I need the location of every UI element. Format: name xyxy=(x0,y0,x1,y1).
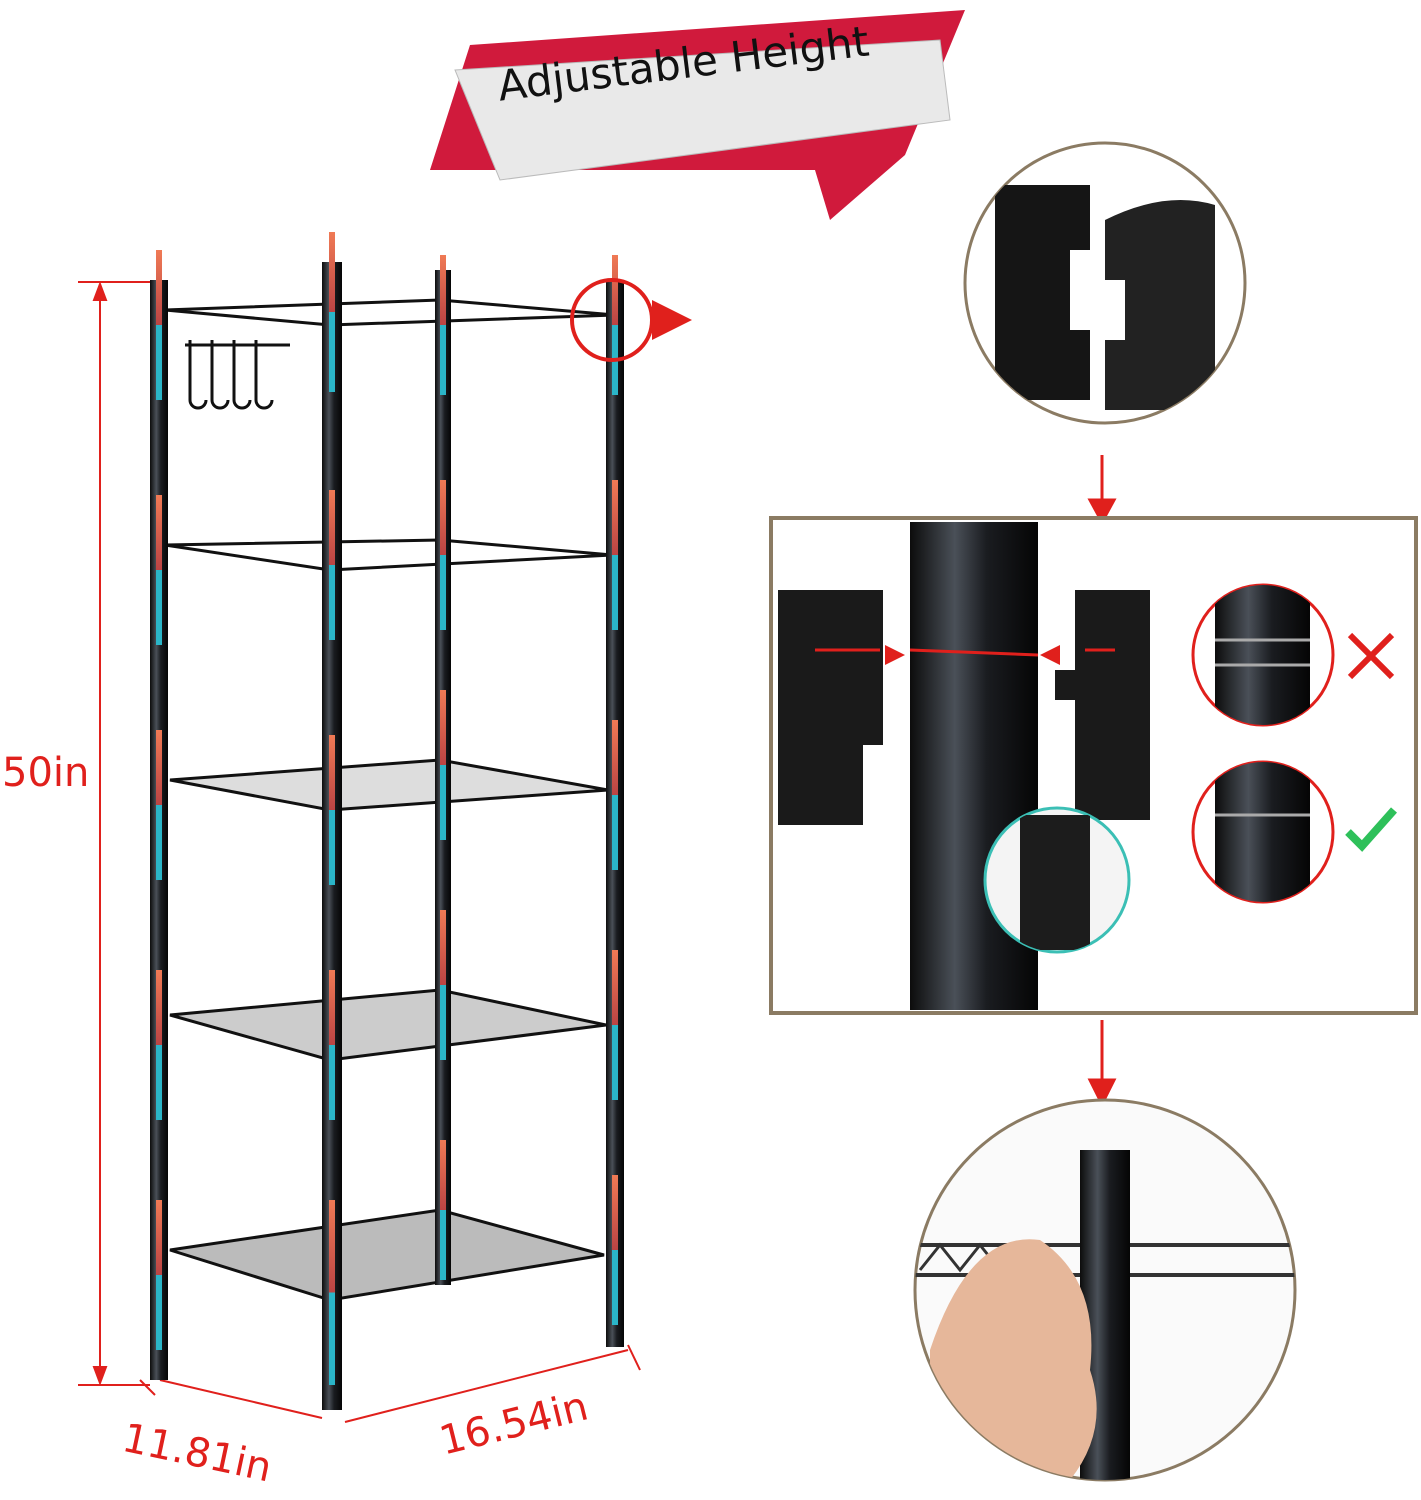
check-icon xyxy=(1345,807,1397,852)
step-arrow-1 xyxy=(1087,455,1117,526)
attach-clips-panel xyxy=(769,516,1418,1015)
clips-circle xyxy=(963,141,1247,425)
wire-shelves xyxy=(164,298,616,1302)
height-label: 50in xyxy=(2,750,90,796)
highlight-circle xyxy=(570,278,692,362)
banner-ribbon xyxy=(430,10,965,220)
step-arrow-2 xyxy=(1087,1020,1117,1108)
adjust-arrows xyxy=(156,232,618,1385)
dimension-lines xyxy=(78,281,641,1423)
cross-icon xyxy=(1347,632,1395,680)
hooks xyxy=(185,340,290,410)
hand-install-circle xyxy=(913,1098,1297,1482)
